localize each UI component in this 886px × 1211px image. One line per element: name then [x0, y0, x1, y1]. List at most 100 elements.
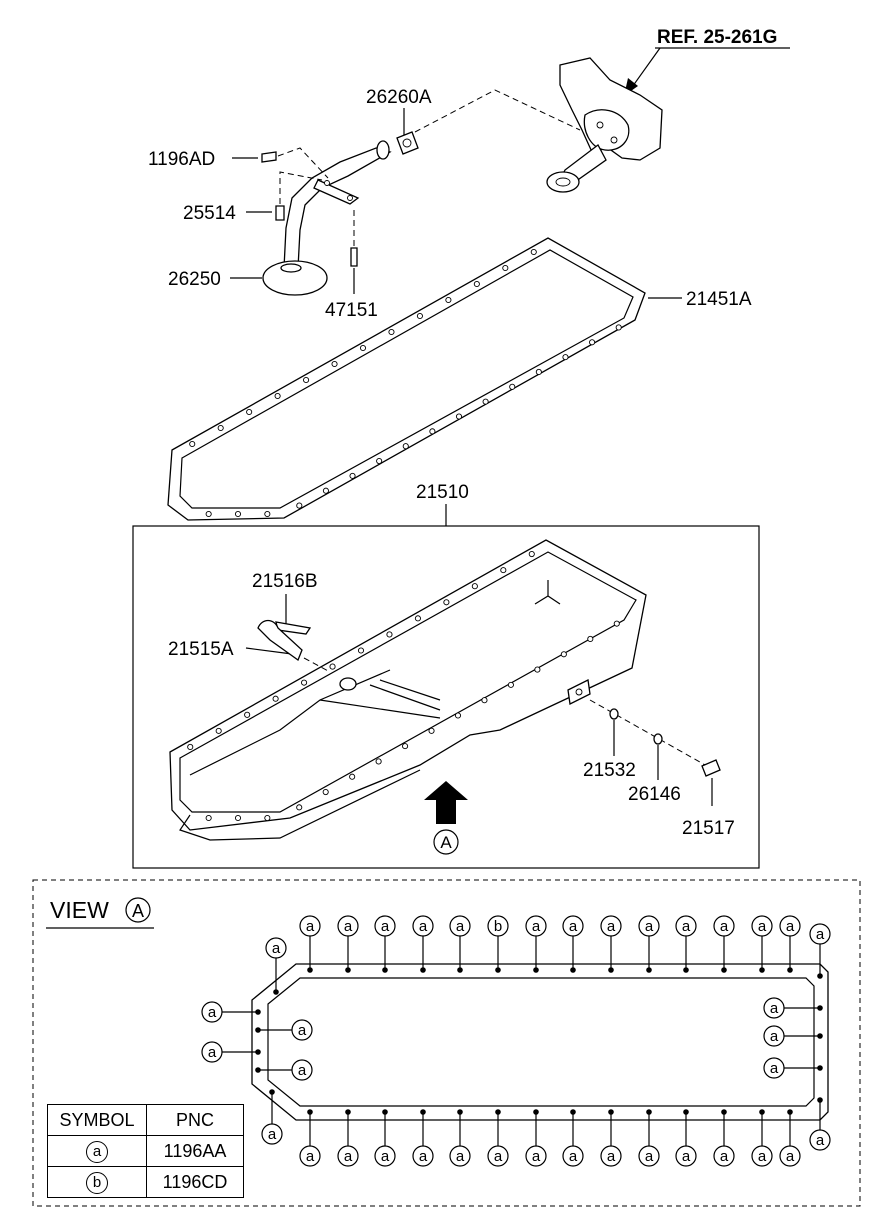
symbol-callout — [751, 915, 773, 937]
label-26260A: 26260A — [366, 87, 432, 108]
pan-bolt-hole — [264, 814, 271, 822]
oil-pan-gasket-21451A — [167, 237, 646, 521]
symbol-callout — [201, 1041, 223, 1063]
symbol-callout-letter: a — [208, 1004, 217, 1021]
symbol-callout — [600, 915, 622, 937]
bolt-25514 — [275, 205, 285, 221]
bolt-dot — [646, 967, 652, 973]
gasket-bolt-hole — [615, 324, 622, 331]
symbol-callout-letter: a — [381, 918, 390, 935]
symbol-callout — [299, 1145, 321, 1167]
pan-bolt-hole — [215, 727, 222, 734]
pan-bolt-hole — [507, 681, 514, 688]
pan-bolt-hole — [500, 567, 507, 574]
symbol-callout — [562, 915, 584, 937]
gasket-bolt-hole — [455, 413, 463, 420]
bolt-dot — [570, 1109, 576, 1115]
gasket-bolt-hole — [429, 428, 436, 435]
pan-bolt-hole — [322, 788, 329, 796]
symbol-callout-letter: a — [770, 1060, 779, 1077]
symbol-callout-letter: a — [786, 918, 795, 935]
symbol-callout — [374, 915, 396, 937]
symbol-callout — [261, 1123, 283, 1145]
dash-25514 — [279, 171, 323, 204]
bolt-dot — [273, 989, 279, 995]
bolt-dot — [608, 967, 614, 973]
symbol-callout — [809, 1129, 831, 1151]
bolt-dot — [721, 967, 727, 973]
symbol-callout-letter: a — [770, 1028, 779, 1045]
gasket-bolt-hole — [502, 264, 509, 272]
bolt-dot — [817, 1065, 823, 1071]
bolt-dot — [255, 1009, 261, 1015]
symbol-callout-letter: a — [456, 918, 465, 935]
view-letter-circle — [125, 897, 151, 923]
symbol-callout — [201, 1001, 223, 1023]
legend-pnc: 1196AA — [146, 1135, 244, 1167]
bolt-dot — [420, 967, 426, 973]
symbol-callout-letter: a — [786, 1148, 795, 1165]
symbol-callout-letter: a — [816, 926, 825, 943]
pan-bolt-hole — [613, 620, 620, 627]
symbol-callout — [337, 915, 359, 937]
symbol-callout-letter: a — [607, 918, 616, 935]
symbol-callout-letter: a — [298, 1022, 307, 1039]
view-frame — [32, 879, 861, 1207]
symbol-callout-letter: a — [208, 1044, 217, 1061]
bolt-47151 — [350, 247, 358, 267]
symbol-callout-letter: a — [816, 1132, 825, 1149]
symbol-callout — [374, 1145, 396, 1167]
symbol-callout — [487, 915, 509, 937]
bolt-dot — [759, 967, 765, 973]
pan-bolt-hole — [386, 631, 393, 638]
bolt-dot — [307, 1109, 313, 1115]
label-21517: 21517 — [682, 818, 735, 839]
label-21532: 21532 — [583, 760, 636, 781]
gasket-bolt-hole — [205, 510, 212, 518]
gasket-bolt-hole — [234, 510, 242, 518]
symbol-callout — [299, 915, 321, 937]
bolt-dot — [646, 1109, 652, 1115]
bolt-1196AD — [261, 151, 277, 163]
ref-leader — [629, 47, 661, 91]
bolt-dot — [420, 1109, 426, 1115]
bolt-dot — [382, 1109, 388, 1115]
pan-bolt-hole — [414, 615, 421, 622]
view-arrow-letter: A — [440, 833, 452, 852]
gasket-bolt-hole — [322, 487, 329, 494]
symbol-callout — [779, 915, 801, 937]
oil-pan-frame — [132, 525, 760, 869]
gasket-26146 — [653, 733, 663, 745]
pan-bolt-hole — [428, 727, 435, 734]
symbol-callout-letter: a — [344, 918, 353, 935]
pan-bolt-hole — [375, 758, 382, 765]
bolt-dot — [533, 1109, 539, 1115]
symbol-callout — [600, 1145, 622, 1167]
bolt-dot — [255, 1027, 261, 1033]
bolt-dot — [307, 967, 313, 973]
bolt-dot — [817, 973, 823, 979]
symbol-callout — [779, 1145, 801, 1167]
symbol-callout-letter: a — [720, 918, 729, 935]
label-21515A: 21515A — [168, 639, 234, 660]
label-21451A: 21451A — [686, 289, 752, 310]
pan-bolt-hole — [244, 711, 251, 718]
ref-label: REF. 25-261G — [657, 27, 777, 48]
gasket-bolt-hole — [217, 424, 224, 432]
symbol-callout — [525, 915, 547, 937]
label-21510: 21510 — [416, 482, 469, 503]
bolt-dot — [817, 1005, 823, 1011]
gasket-bolt-hole — [530, 248, 537, 256]
gasket-bolt-hole — [376, 457, 383, 465]
symbol-callout — [525, 1145, 547, 1167]
symbol-callout — [675, 915, 697, 937]
bolt-dot — [533, 967, 539, 973]
symbol-callout-letter: a — [569, 918, 578, 935]
pan-bolt-hole — [471, 583, 478, 590]
bolt-dot — [495, 1109, 501, 1115]
label-47151: 47151 — [325, 300, 378, 321]
gasket-bolt-hole — [349, 472, 356, 479]
gasket-bolt-hole — [388, 328, 395, 336]
pan-bolt-hole — [587, 635, 594, 643]
bolt-dot — [345, 967, 351, 973]
